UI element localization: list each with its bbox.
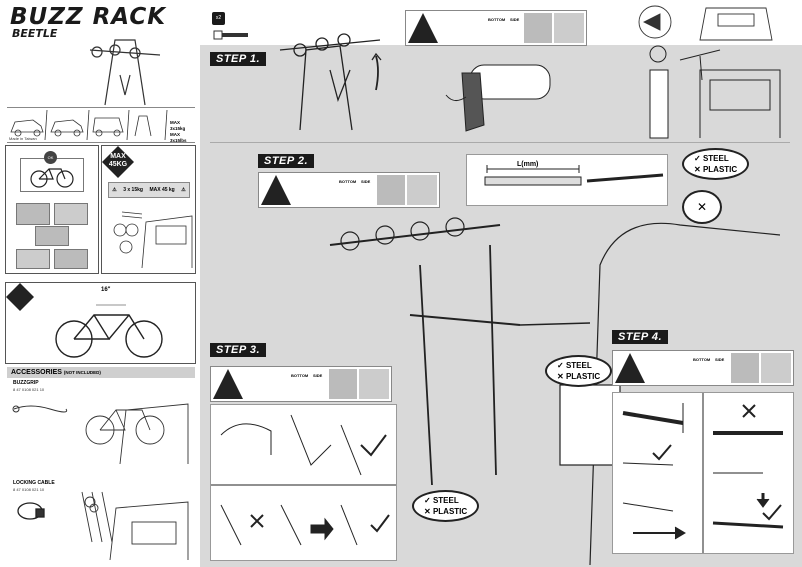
step-1-person-illustration xyxy=(649,45,781,139)
car-with-rack-illustration xyxy=(113,211,193,269)
material-oval-bottom: ✓ STEEL ✕ PLASTIC xyxy=(412,490,480,522)
step-1-rack-illustration xyxy=(279,33,382,131)
step-3-detail-panel xyxy=(210,404,397,561)
car-view-panel xyxy=(600,0,802,45)
buzzgrip-illustration xyxy=(12,405,68,413)
check-strip-step-2: BOTTOM SIDE xyxy=(258,172,440,208)
step-4-detail-panel xyxy=(612,392,794,554)
bottom-label: BOTTOM xyxy=(488,17,506,22)
warning-badge xyxy=(213,369,243,399)
buzzgrip-title: BUZZGRIP xyxy=(13,380,39,386)
warning-badge xyxy=(408,13,438,43)
buzzgrip-code: 8 47 0108 021 10 xyxy=(13,387,45,392)
wrong-clip-icon: ✕ xyxy=(682,190,722,224)
weight-formula: ⚠ 3 x 15kg MAX 45 kg ⚠ xyxy=(108,182,190,198)
step-1-label: STEP 1. xyxy=(210,52,267,66)
strap-part-illustration xyxy=(213,30,248,40)
locking-cable-code: 8 47 0108 021 10 xyxy=(13,487,45,492)
material-oval-top: ✓ STEEL ✕ PLASTIC xyxy=(682,148,750,180)
qty-badge: x2 xyxy=(212,12,225,25)
bike-tube-illustration xyxy=(55,304,163,358)
lock-icon xyxy=(17,502,45,520)
tube-badge xyxy=(6,283,34,311)
warning-badge xyxy=(261,175,291,205)
tube-size-box: 16" xyxy=(5,282,196,364)
bike-types-box: OK xyxy=(5,145,99,274)
step-3-label: STEP 3. xyxy=(210,343,267,357)
frame-type-2 xyxy=(54,203,88,225)
instructions-area: x2 BOTTOM SIDE STEP 1. STEP 2. xyxy=(200,0,802,567)
check-strip-step-3: BOTTOM SIDE xyxy=(210,366,392,402)
frame-type-3 xyxy=(35,226,69,246)
warning-icon: ⚠ xyxy=(112,187,117,193)
step-4-label: STEP 4. xyxy=(612,330,669,344)
main-rack-on-car-illustration xyxy=(329,217,781,566)
check-strip-step-4: BOTTOM SIDE xyxy=(612,350,794,386)
bike-on-car-illustration xyxy=(85,403,189,465)
brand-logo: BUZZ RACK xyxy=(10,4,167,30)
max-weight-box: MAX 45KG ⚠ 3 x 15kg MAX 45 kg ⚠ xyxy=(101,145,196,274)
check-strip-top: BOTTOM SIDE xyxy=(405,10,587,46)
made-in-label: Made in Taiwan xyxy=(9,136,37,141)
material-oval-middle: ✓ STEEL ✕ PLASTIC xyxy=(545,355,613,387)
tube-size-label: 16" xyxy=(101,287,111,293)
length-callout: L(mm) xyxy=(466,154,668,206)
divider-line xyxy=(210,142,790,143)
frame-type-5 xyxy=(54,249,88,269)
length-label: L(mm) xyxy=(517,161,539,168)
strip-photo-2 xyxy=(554,13,584,43)
step-1-clamp-illustration xyxy=(445,64,551,132)
frame-type-1 xyxy=(16,203,50,225)
accessories-header: ACCESSORIES (NOT INCLUDED) xyxy=(7,367,195,378)
model-name: BEETLE xyxy=(12,27,58,40)
locked-bikes-illustration xyxy=(81,491,189,561)
step-2-label: STEP 2. xyxy=(258,154,315,168)
strip-photo-1 xyxy=(524,13,552,43)
warning-icon: ⚠ xyxy=(181,187,186,193)
locking-cable-title: LOCKING CABLE xyxy=(13,480,55,486)
rack-illustration-top xyxy=(89,39,161,106)
max-badge: MAX 45KG xyxy=(102,146,134,178)
warning-badge xyxy=(615,353,645,383)
ok-badge: OK xyxy=(44,151,57,164)
frame-type-4 xyxy=(16,249,50,269)
side-label: SIDE xyxy=(510,17,520,22)
